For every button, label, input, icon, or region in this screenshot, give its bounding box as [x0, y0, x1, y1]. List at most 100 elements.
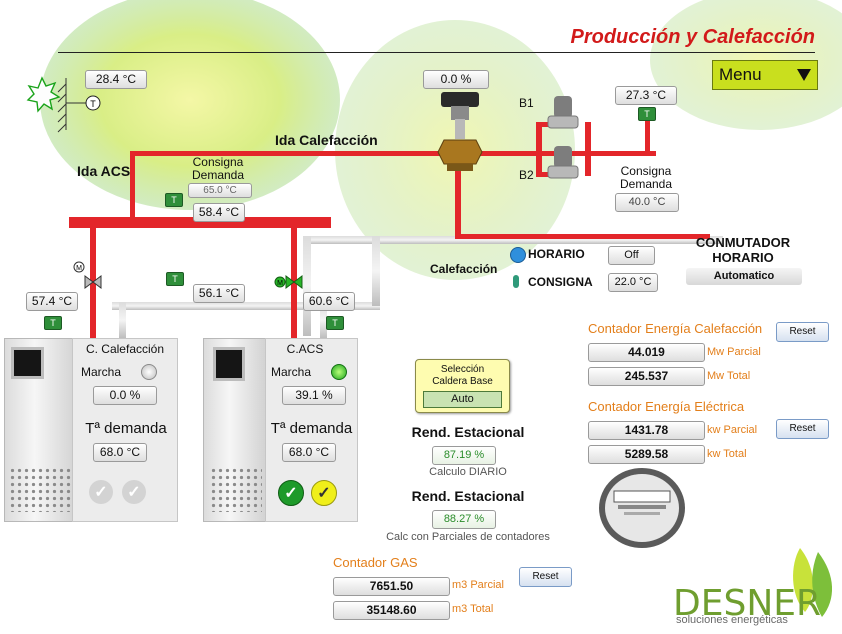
boiler2-body: [203, 338, 269, 522]
pump-b2-label: B2: [519, 168, 534, 182]
title-divider: [58, 52, 815, 53]
rend-value-2: 88.27 %: [432, 510, 496, 529]
sensor-t-icon: T: [44, 316, 62, 330]
boiler1-display: [11, 347, 44, 379]
power-meter-icon: [599, 468, 685, 548]
check-icon[interactable]: ✓: [311, 480, 337, 506]
svg-text:M: M: [277, 280, 283, 287]
energia-electrica-reset-button[interactable]: Reset: [776, 419, 829, 439]
chevron-down-icon: [797, 69, 811, 81]
energia-calefaccion-parcial-unit: Mw Parcial: [707, 346, 761, 358]
horario-value[interactable]: Off: [608, 246, 655, 265]
boiler1-marcha-value: 0.0 %: [93, 386, 157, 405]
boiler2-demanda-label: Tª demanda: [270, 420, 353, 437]
boiler2-name: C.ACS: [286, 342, 324, 356]
sensor-t-icon: T: [165, 193, 183, 207]
boiler2-marcha-value: 39.1 %: [282, 386, 346, 405]
calefaccion-label: Calefacción: [430, 262, 498, 276]
right-valve-icon: M: [274, 275, 303, 289]
left-valve-icon: M: [73, 261, 102, 289]
svg-text:M: M: [76, 265, 82, 272]
valve-opening: 0.0 %: [423, 70, 489, 89]
acs-consigna-value: 65.0 °C: [188, 183, 252, 198]
pump-icon: [547, 96, 579, 179]
sensor-t-icon: T: [326, 316, 344, 330]
boiler1-demanda-value: 68.0 °C: [93, 443, 147, 462]
menu-dropdown[interactable]: Menu: [712, 60, 818, 90]
conmutador-mode[interactable]: Automatico: [686, 268, 802, 285]
boiler1-panel: C. Calefacción Marcha 0.0 % Tª demanda 6…: [72, 338, 178, 522]
energia-electrica-title: Contador Energía Eléctrica: [588, 399, 745, 414]
boiler2-demanda-value: 68.0 °C: [282, 443, 336, 462]
check-icon[interactable]: ✓: [122, 480, 146, 504]
boiler1-marcha-label: Marcha: [81, 365, 122, 379]
logo: DESNER: [673, 583, 822, 624]
seleccion-value[interactable]: Auto: [423, 391, 502, 408]
boiler2-marcha-label: Marcha: [271, 365, 312, 379]
boiler1-demanda-label: Tª demanda: [85, 420, 167, 437]
energia-electrica-total: 5289.58: [588, 445, 705, 464]
energia-calefaccion-title: Contador Energía Calefacción: [588, 321, 763, 336]
svg-text:T: T: [90, 99, 96, 109]
boiler1-body: [4, 338, 80, 522]
rend-note-2: Calc con Parciales de contadores: [386, 531, 550, 543]
boiler2-vent: [210, 467, 262, 512]
boiler2-status-led: [331, 364, 347, 380]
energia-electrica-total-unit: kw Total: [707, 448, 747, 460]
label-ida-acs: Ida ACS: [77, 163, 131, 179]
consigna-label: CONSIGNA: [528, 275, 593, 289]
heating-consigna-label: Consigna Demanda: [619, 164, 673, 191]
acs-temp: 58.4 °C: [193, 203, 245, 222]
page-title: Producción y Calefacción: [570, 26, 815, 48]
mid-temp: 56.1 °C: [193, 284, 245, 303]
acs-consigna-label: Consigna Demanda: [191, 155, 245, 182]
energia-calefaccion-total: 245.537: [588, 367, 705, 386]
rend-title-2: Rend. Estacional: [411, 488, 525, 504]
left-temp: 57.4 °C: [26, 292, 78, 311]
sensor-t-icon: T: [166, 272, 184, 286]
logo-tagline: soluciones energéticas: [676, 614, 788, 626]
check-icon[interactable]: ✓: [278, 480, 304, 506]
boiler1-vent: [9, 467, 71, 512]
outdoor-temp: 28.4 °C: [85, 70, 147, 89]
boiler2-panel: C.ACS Marcha 39.1 % Tª demanda 68.0 °C ✓…: [265, 338, 358, 522]
seleccion-label: Selección Caldera Base: [432, 364, 493, 387]
boiler1-status-led: [141, 364, 157, 380]
valve-actuator-icon: [437, 92, 483, 171]
clock-icon: [510, 247, 526, 263]
gas-total-unit: m3 Total: [452, 603, 494, 615]
gas-title: Contador GAS: [333, 555, 418, 570]
rend-note-1: Calculo DIARIO: [429, 466, 507, 478]
energia-electrica-parcial: 1431.78: [588, 421, 705, 440]
seleccion-caldera-box: Selección Caldera Base Auto: [415, 359, 510, 413]
conmutador-title: CONMUTADOR HORARIO: [695, 235, 791, 265]
horario-label: HORARIO: [528, 247, 585, 261]
energia-calefaccion-parcial: 44.019: [588, 343, 705, 362]
energia-electrica-parcial-unit: kw Parcial: [707, 424, 758, 436]
rend-value-1: 87.19 %: [432, 446, 496, 465]
check-icon[interactable]: ✓: [89, 480, 113, 504]
consigna-value[interactable]: 22.0 °C: [608, 273, 658, 292]
rend-title-1: Rend. Estacional: [411, 424, 525, 440]
gas-reset-button[interactable]: Reset: [519, 567, 572, 587]
heating-consigna-value: 40.0 °C: [615, 193, 679, 212]
thermometer-icon: [513, 275, 519, 288]
label-ida-calefaccion: Ida Calefacción: [275, 132, 378, 148]
energia-calefaccion-reset-button[interactable]: Reset: [776, 322, 829, 342]
boiler1-name: C. Calefacción: [85, 342, 165, 356]
energia-calefaccion-total-unit: Mw Total: [707, 370, 751, 382]
return-pipes: [112, 236, 723, 338]
gas-parcial-unit: m3 Parcial: [452, 579, 504, 591]
gas-parcial-value: 7651.50: [333, 577, 450, 596]
heating-temp: 27.3 °C: [615, 86, 677, 105]
logo-mark: [793, 548, 833, 617]
thermometer-icon: T: [85, 95, 101, 111]
sensor-t-icon: T: [638, 107, 656, 121]
boiler2-display: [213, 347, 245, 381]
wall-bracket: [57, 78, 86, 133]
gas-total-value: 35148.60: [333, 601, 450, 620]
pump-b1-label: B1: [519, 96, 534, 110]
menu-label: Menu: [719, 65, 762, 84]
right-temp: 60.6 °C: [303, 292, 355, 311]
sun-icon: [26, 76, 61, 113]
